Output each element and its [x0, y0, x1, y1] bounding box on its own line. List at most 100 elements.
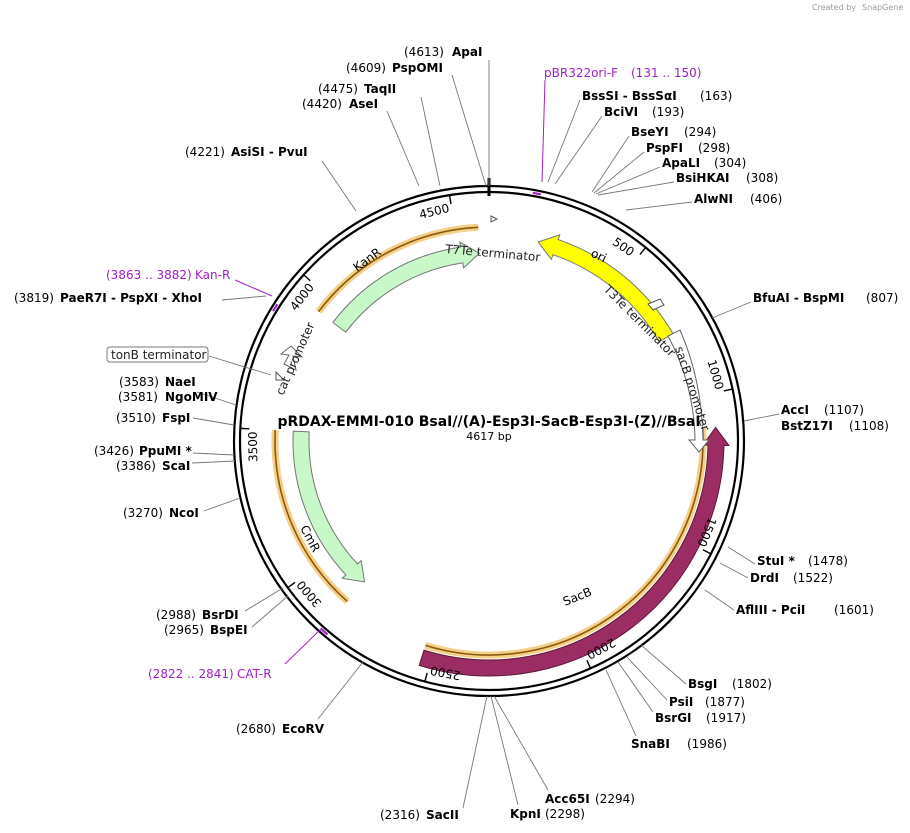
tick-mark — [424, 672, 428, 682]
annotation-cat-promoter: cat promoter — [273, 320, 318, 397]
leader-bsrdi — [244, 587, 284, 612]
snapgene-brand: SnapGene — [862, 3, 903, 12]
plasmid-name: pRDAX-EMMI-010 BsaI//(A)-Esp3I-SacB-Esp3… — [277, 414, 700, 430]
tick-label: 3500 — [246, 431, 261, 462]
site-name-bsssi: BssSI - BssSαI — [582, 89, 677, 103]
orf-line — [317, 226, 479, 313]
cat-promoter-arrow — [279, 345, 304, 371]
feature-label-sacb: SacB — [561, 585, 594, 609]
leader-apali — [595, 166, 661, 195]
tick-label: 1000 — [704, 358, 726, 391]
site-name-xhoi: PaeR7I - PspXI - XhoI — [60, 291, 202, 305]
site-pos-acci: (1107) — [824, 403, 864, 417]
site-pos-bsgi: (1802) — [732, 677, 772, 691]
tick-mark — [303, 274, 311, 282]
site-pos-afliii: (1601) — [834, 603, 874, 617]
site-pos-asei: (4420) — [302, 97, 342, 111]
primer-mark — [272, 303, 279, 312]
leader-fspi — [192, 417, 235, 426]
leader-bfuai — [711, 301, 752, 319]
site-name-afliii: AflIII - PciI — [736, 603, 805, 617]
leader-pspfi — [593, 151, 645, 194]
leader-stui — [727, 546, 756, 565]
site-name-bsihkai: BsiHKAI — [676, 171, 730, 185]
leader-bseyi — [591, 135, 630, 193]
tick-label: 4500 — [418, 201, 451, 222]
site-pos-stui: (1478) — [808, 554, 848, 568]
site-name-bfuai: BfuAI - BspMI — [753, 291, 844, 305]
site-name-taqii: TaqII — [364, 82, 396, 96]
site-pos-bspei: (2965) — [164, 623, 204, 637]
tonb-terminator-box — [106, 346, 209, 363]
site-name-acc65i: Acc65I — [545, 792, 590, 806]
sacb-promoter-arrow — [667, 329, 711, 453]
site-pos-alwni: (406) — [750, 192, 782, 206]
primer-range-pbr322ori: (131 .. 150) — [631, 66, 701, 80]
leader-psii — [626, 656, 668, 701]
site-name-psii: PsiI — [669, 695, 693, 709]
leader-asisi — [321, 160, 357, 212]
leader-scai — [191, 460, 236, 464]
site-name-ngomiv: NgoMIV — [165, 390, 218, 404]
site-pos-psii: (1877) — [705, 695, 745, 709]
leader-pspomi — [451, 74, 487, 187]
primer-range-catr: (2822 .. 2841) — [148, 667, 234, 681]
site-name-pspomi: PspOMI — [392, 61, 443, 75]
leader-tonb — [208, 355, 272, 376]
tick-mark — [723, 388, 733, 392]
leader-bspei — [251, 595, 289, 628]
site-pos-kpni: (2298) — [545, 807, 585, 821]
site-pos-ecorv: (2680) — [236, 722, 276, 736]
leader-kpni — [490, 695, 519, 806]
leader-ncoi — [203, 497, 241, 512]
feature-arrow-ori — [537, 234, 674, 343]
plasmid-length: 4617 bp — [466, 430, 511, 443]
site-pos-bsihkai: (308) — [746, 171, 778, 185]
primer-name-catr: CAT-R — [237, 667, 272, 681]
tonb-terminator-glyph — [275, 370, 286, 381]
site-pos-naei: (3583) — [119, 375, 159, 389]
leader-bsssi — [547, 99, 581, 183]
tick-mark — [448, 195, 452, 205]
tick-mark — [586, 659, 592, 669]
site-name-bstz17i: BstZ17I — [781, 419, 833, 433]
site-name-ppumi: PpuMI * — [139, 444, 193, 458]
site-pos-drdi: (1522) — [793, 571, 833, 585]
primer-mark — [532, 191, 542, 196]
site-name-bsgi: BsgI — [688, 677, 717, 691]
credit-text: Created by — [812, 3, 856, 12]
site-pos-xhoi: (3819) — [14, 291, 54, 305]
orf-line — [274, 430, 348, 603]
site-pos-bseyi: (294) — [684, 125, 716, 139]
primer-mark — [320, 628, 329, 636]
leader-bsihkai — [597, 181, 675, 196]
site-pos-bstz17i: (1108) — [849, 419, 889, 433]
site-pos-bcivi: (193) — [652, 105, 684, 119]
annotation-tonb-terminator: tonB terminator — [111, 348, 207, 362]
leader-asei — [386, 110, 420, 187]
site-pos-fspi: (3510) — [116, 411, 156, 425]
site-pos-apali: (304) — [714, 156, 746, 170]
leader-acc65i — [493, 695, 549, 791]
site-pos-bsrdi: (2988) — [156, 608, 196, 622]
site-pos-ppumi: (3426) — [94, 444, 134, 458]
site-name-fspi: FspI — [162, 411, 190, 425]
site-name-naei: NaeI — [165, 375, 196, 389]
leader-sacii — [462, 695, 488, 809]
leader-taqii — [420, 96, 441, 187]
feature-label-ori: ori — [589, 246, 609, 265]
site-name-asisi: AsiSI - PvuI — [231, 145, 308, 159]
site-pos-scai: (3386) — [116, 459, 156, 473]
site-name-snabi: SnaBI — [631, 737, 670, 751]
site-name-ecorv: EcoRV — [282, 722, 325, 736]
site-name-sacii: SacII — [426, 808, 459, 822]
site-pos-taqii: (4475) — [318, 82, 358, 96]
site-pos-bsrgi: (1917) — [706, 711, 746, 725]
leader-acci — [743, 413, 780, 422]
site-name-scai: ScaI — [162, 459, 190, 473]
site-pos-bfuai: (807) — [866, 291, 898, 305]
site-name-bseyi: BseYI — [631, 125, 669, 139]
leader-xhoi — [221, 295, 267, 301]
site-name-drdi: DrdI — [750, 571, 779, 585]
